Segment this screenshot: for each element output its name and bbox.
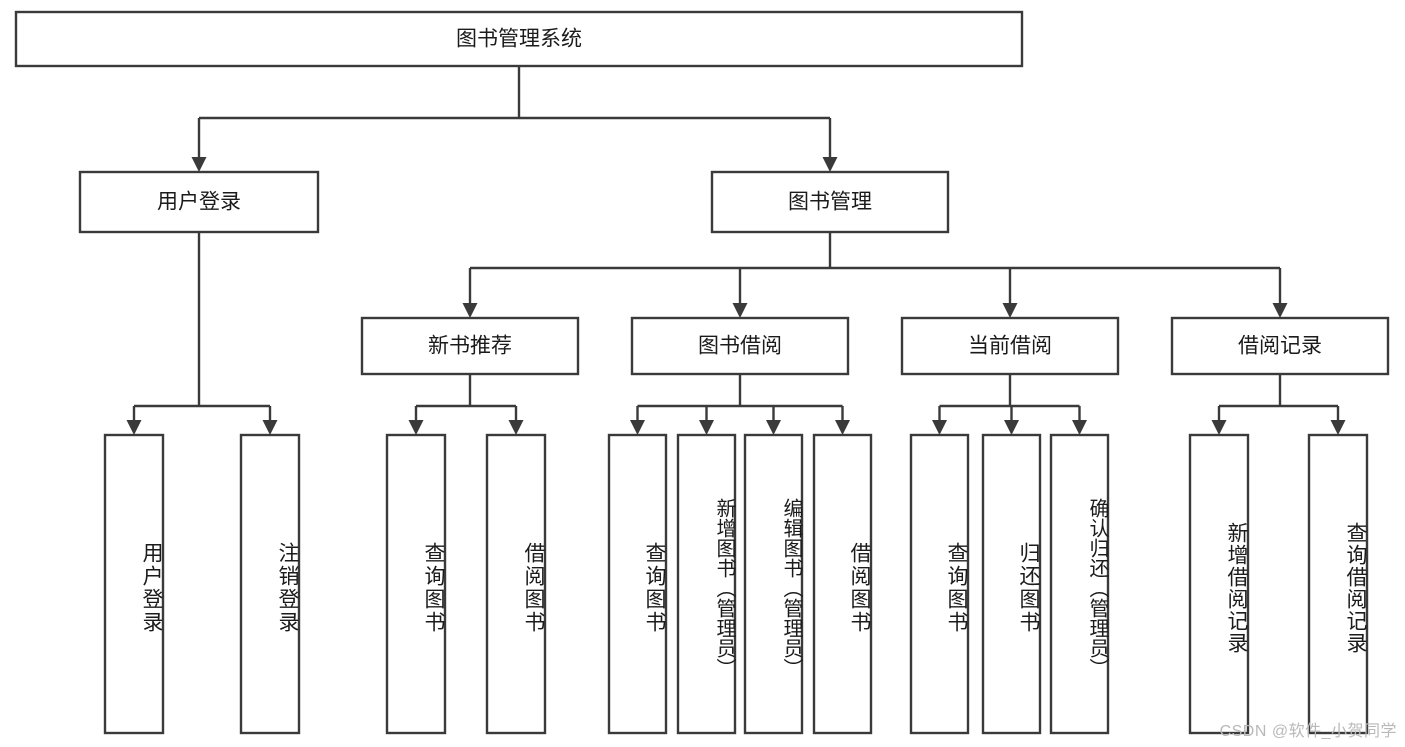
node-label-book-borrow: 图书借阅 (698, 335, 782, 358)
node-box-leaf-query-book-borrow[interactable] (607, 433, 668, 735)
arrow-to-leaf-return-book-head (1004, 420, 1019, 435)
node-box-user-login[interactable] (78, 170, 320, 234)
node-box-leaf-add-borrow-record[interactable] (1188, 433, 1250, 735)
arrow-to-borrow-record-head (1272, 303, 1288, 318)
node-label-user-login: 用户登录 (157, 191, 241, 214)
node-box-current-borrow[interactable] (900, 316, 1120, 376)
connectors-layer (126, 66, 1346, 435)
arrow-to-book-management-head (822, 157, 838, 172)
arrow-to-current-borrow-head (1002, 303, 1018, 318)
arrow-to-leaf-add-book-head (699, 420, 714, 435)
node-box-leaf-borrow-book-recommend[interactable] (485, 433, 547, 735)
node-box-book-borrow[interactable] (630, 316, 850, 376)
boxes-layer (14, 10, 1390, 735)
arrow-to-leaf-edit-book-head (766, 420, 781, 435)
arrow-to-leaf-query-borrow-record-head (1330, 420, 1346, 435)
node-box-leaf-user-login[interactable] (103, 433, 165, 735)
node-label-new-book-recommend: 新书推荐 (428, 335, 512, 358)
arrow-to-leaf-confirm-return-head (1072, 420, 1087, 435)
root-node-box[interactable] (14, 10, 1024, 68)
node-label-book-management: 图书管理 (788, 191, 872, 214)
node-box-leaf-user-logout[interactable] (239, 433, 301, 735)
node-box-leaf-confirm-return[interactable] (1049, 433, 1110, 735)
arrow-to-user-login-head (191, 157, 207, 172)
node-box-leaf-query-borrow-record[interactable] (1307, 433, 1369, 735)
arrow-to-leaf-query-book-borrow-head (630, 420, 645, 435)
node-box-book-management[interactable] (710, 170, 950, 234)
node-box-leaf-add-book[interactable] (676, 433, 737, 735)
node-box-leaf-query-book-current[interactable] (909, 433, 970, 735)
csdn-watermark: CSDN @软件_小贺同学 (1219, 723, 1397, 740)
arrow-to-leaf-borrow-book-head (835, 420, 850, 435)
arrow-to-leaf-user-login-head (126, 420, 142, 435)
root-node-label: 图书管理系统 (456, 28, 582, 51)
node-box-leaf-return-book[interactable] (981, 433, 1042, 735)
node-box-borrow-record[interactable] (1170, 316, 1390, 376)
node-box-new-book-recommend[interactable] (360, 316, 580, 376)
arrow-to-new-book-recommend-head (462, 303, 478, 318)
arrow-to-book-borrow-head (732, 303, 748, 318)
node-label-current-borrow: 当前借阅 (968, 335, 1052, 358)
node-box-leaf-query-book-recommend[interactable] (385, 433, 447, 735)
node-label-borrow-record: 借阅记录 (1238, 335, 1322, 358)
arrow-to-leaf-user-logout-head (262, 420, 278, 435)
arrow-to-leaf-query-book-current-head (932, 420, 947, 435)
node-box-leaf-borrow-book[interactable] (812, 433, 873, 735)
node-box-leaf-edit-book[interactable] (743, 433, 804, 735)
arrow-to-leaf-query-book-recommend-head (408, 420, 424, 435)
arrow-to-leaf-add-borrow-record-head (1211, 420, 1227, 435)
arrow-to-leaf-borrow-book-recommend-head (508, 420, 524, 435)
